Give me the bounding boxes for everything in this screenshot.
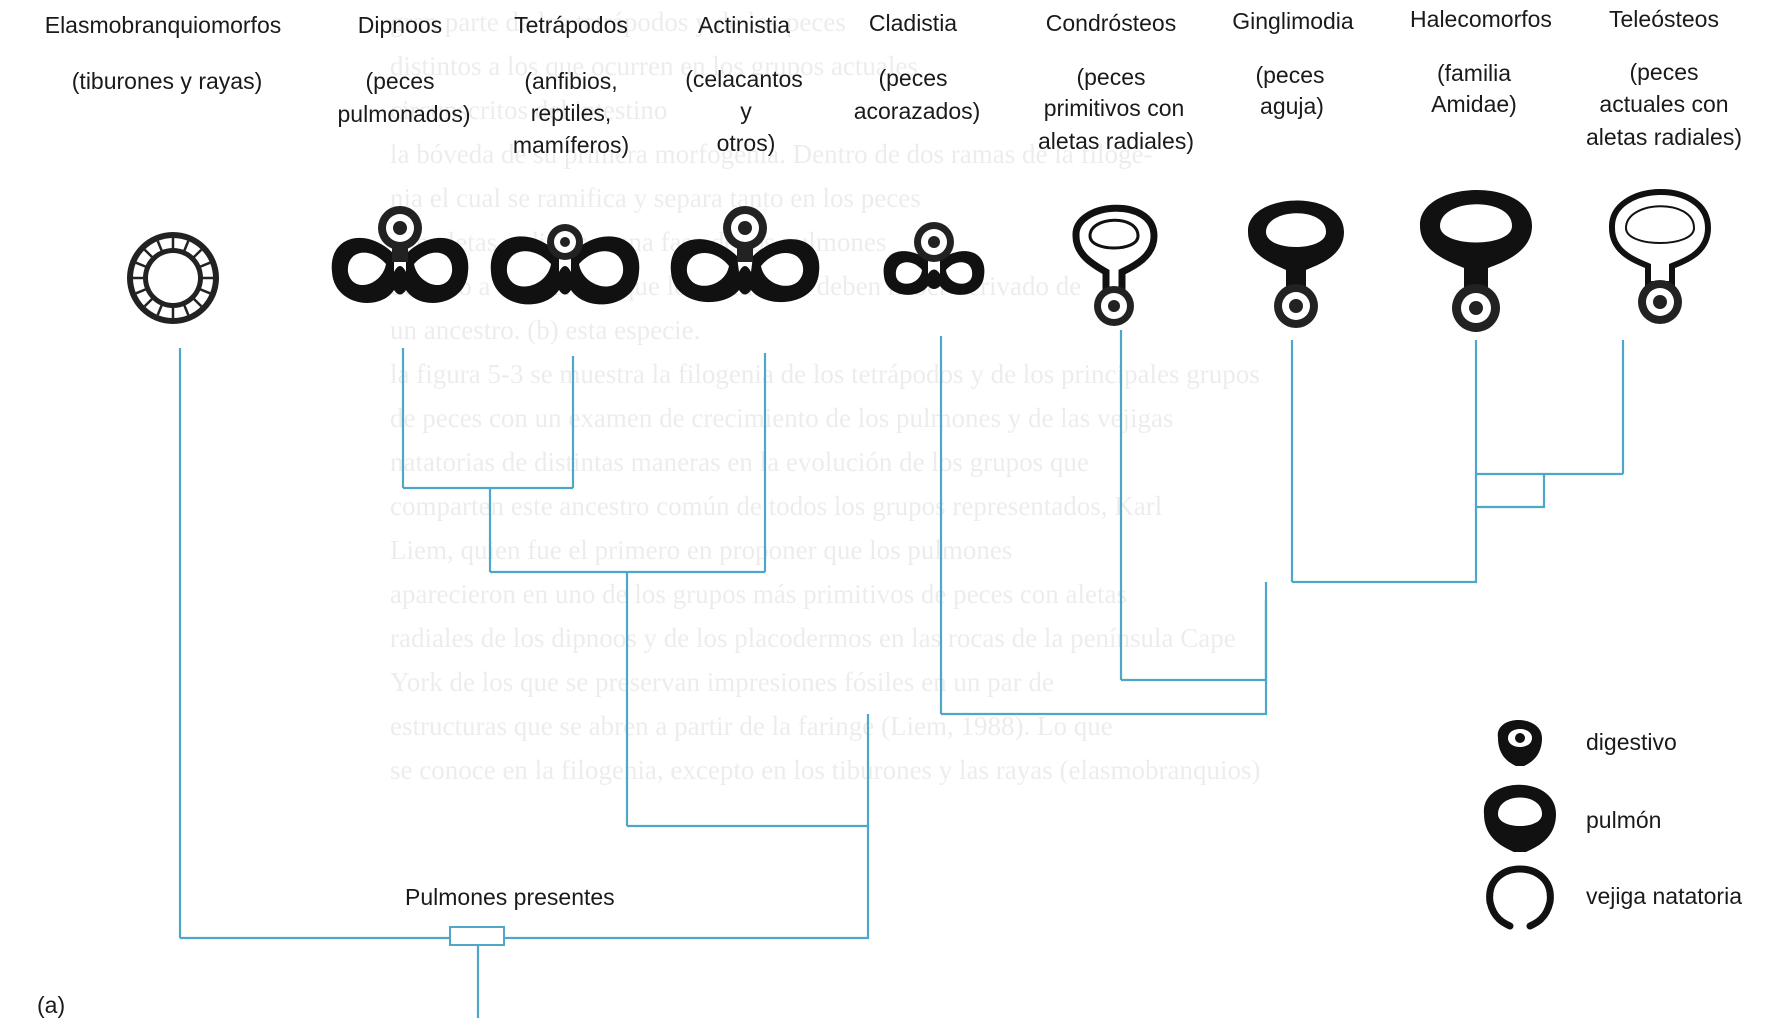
lung-bladder-icon <box>1248 200 1344 328</box>
clade-neopterygii-ginglimodia <box>1292 340 1476 582</box>
taxon-desc-line: (peces <box>1255 62 1324 88</box>
paired-lungs-icon <box>332 206 469 303</box>
paired-lungs-icon <box>884 222 985 295</box>
paired-lungs-icon <box>491 224 640 304</box>
taxon-desc-line: Amidae) <box>1431 91 1517 117</box>
taxon-desc-line: actuales con <box>1599 91 1728 117</box>
taxon-4: Cladistia (peces acorazados) <box>854 10 981 124</box>
clade-condrosteos <box>1121 330 1266 680</box>
lungs-present-marker <box>450 927 504 945</box>
taxon-name: Teleósteos <box>1609 6 1719 32</box>
phylogenetic-tree <box>180 330 1623 1018</box>
clade-halecostomi <box>1476 340 1623 507</box>
taxon-desc-line: pulmonados) <box>338 101 471 127</box>
taxon-desc-line: y <box>740 98 752 124</box>
taxon-2: Tetrápodos (anfibios, reptiles, mamífero… <box>513 12 629 158</box>
taxon-1: Dipnoos (peces pulmonados) <box>338 12 471 127</box>
taxon-desc-line: (peces <box>878 65 947 91</box>
swim-bladder-icon <box>1076 208 1154 326</box>
taxon-desc-line: (celacantos <box>685 66 803 92</box>
taxon-name: Halecomorfos <box>1410 6 1552 32</box>
swim-bladder-icon <box>1490 869 1551 926</box>
taxon-name: Ginglimodia <box>1232 8 1354 34</box>
clade-osteichthyes <box>941 600 1266 714</box>
legend: digestivo pulmón vejiga natatoria <box>1484 720 1742 926</box>
lung-bladder-icon <box>1420 190 1532 332</box>
taxon-desc-line: (peces <box>1629 59 1698 85</box>
taxon-desc-line: acorazados) <box>854 98 981 124</box>
lung-icon <box>1484 785 1556 852</box>
taxon-desc-line: (peces <box>1076 64 1145 90</box>
taxon-desc-line: (peces <box>365 68 434 94</box>
taxon-name: Dipnoos <box>358 12 442 38</box>
taxon-desc-line: reptiles, <box>531 100 612 126</box>
clade-dipnoi-tetrapoda <box>403 348 573 488</box>
taxon-name: Elasmobranquiomorfos <box>45 12 282 38</box>
paired-lungs-icon <box>671 206 820 302</box>
taxon-name: Cladistia <box>869 10 957 36</box>
taxon-desc-line: (tiburones y rayas) <box>72 68 262 94</box>
taxon-desc-line: mamíferos) <box>513 132 629 158</box>
legend-label: digestivo <box>1586 729 1677 755</box>
digestive-icon <box>1498 720 1542 766</box>
figure-label: (a) <box>37 992 65 1018</box>
taxon-desc-line: otros) <box>717 130 776 156</box>
taxon-desc-line: (anfibios, <box>524 68 617 94</box>
taxon-8: Teleósteos (peces actuales con aletas ra… <box>1586 6 1742 150</box>
lungs-present-label: Pulmones presentes <box>405 884 615 910</box>
taxon-desc-line: (familia <box>1437 60 1511 86</box>
taxon-5: Condrósteos (peces primitivos con aletas… <box>1038 10 1194 154</box>
legend-label: vejiga natatoria <box>1586 883 1742 909</box>
taxon-desc-line: aletas radiales) <box>1038 128 1194 154</box>
taxon-name: Tetrápodos <box>514 12 628 38</box>
taxon-6: Ginglimodia (peces aguja) <box>1232 8 1354 119</box>
taxon-name: Condrósteos <box>1046 10 1176 36</box>
taxon-name: Actinistia <box>698 12 790 38</box>
taxon-3: Actinistia (celacantos y otros) <box>685 12 803 156</box>
clade-sarco-actino <box>627 336 941 826</box>
taxon-0: Elasmobranquiomorfos (tiburones y rayas) <box>45 12 282 94</box>
taxon-desc-line: primitivos con <box>1044 95 1185 121</box>
taxon-desc-line: aguja) <box>1260 93 1324 119</box>
taxon-desc-line: aletas radiales) <box>1586 124 1742 150</box>
legend-label: pulmón <box>1586 807 1661 833</box>
swim-bladder-icon <box>1612 192 1708 324</box>
digestive-tube-icon <box>127 232 219 324</box>
taxon-7: Halecomorfos (familia Amidae) <box>1410 6 1552 117</box>
clade-sarcopterygii <box>490 353 765 572</box>
